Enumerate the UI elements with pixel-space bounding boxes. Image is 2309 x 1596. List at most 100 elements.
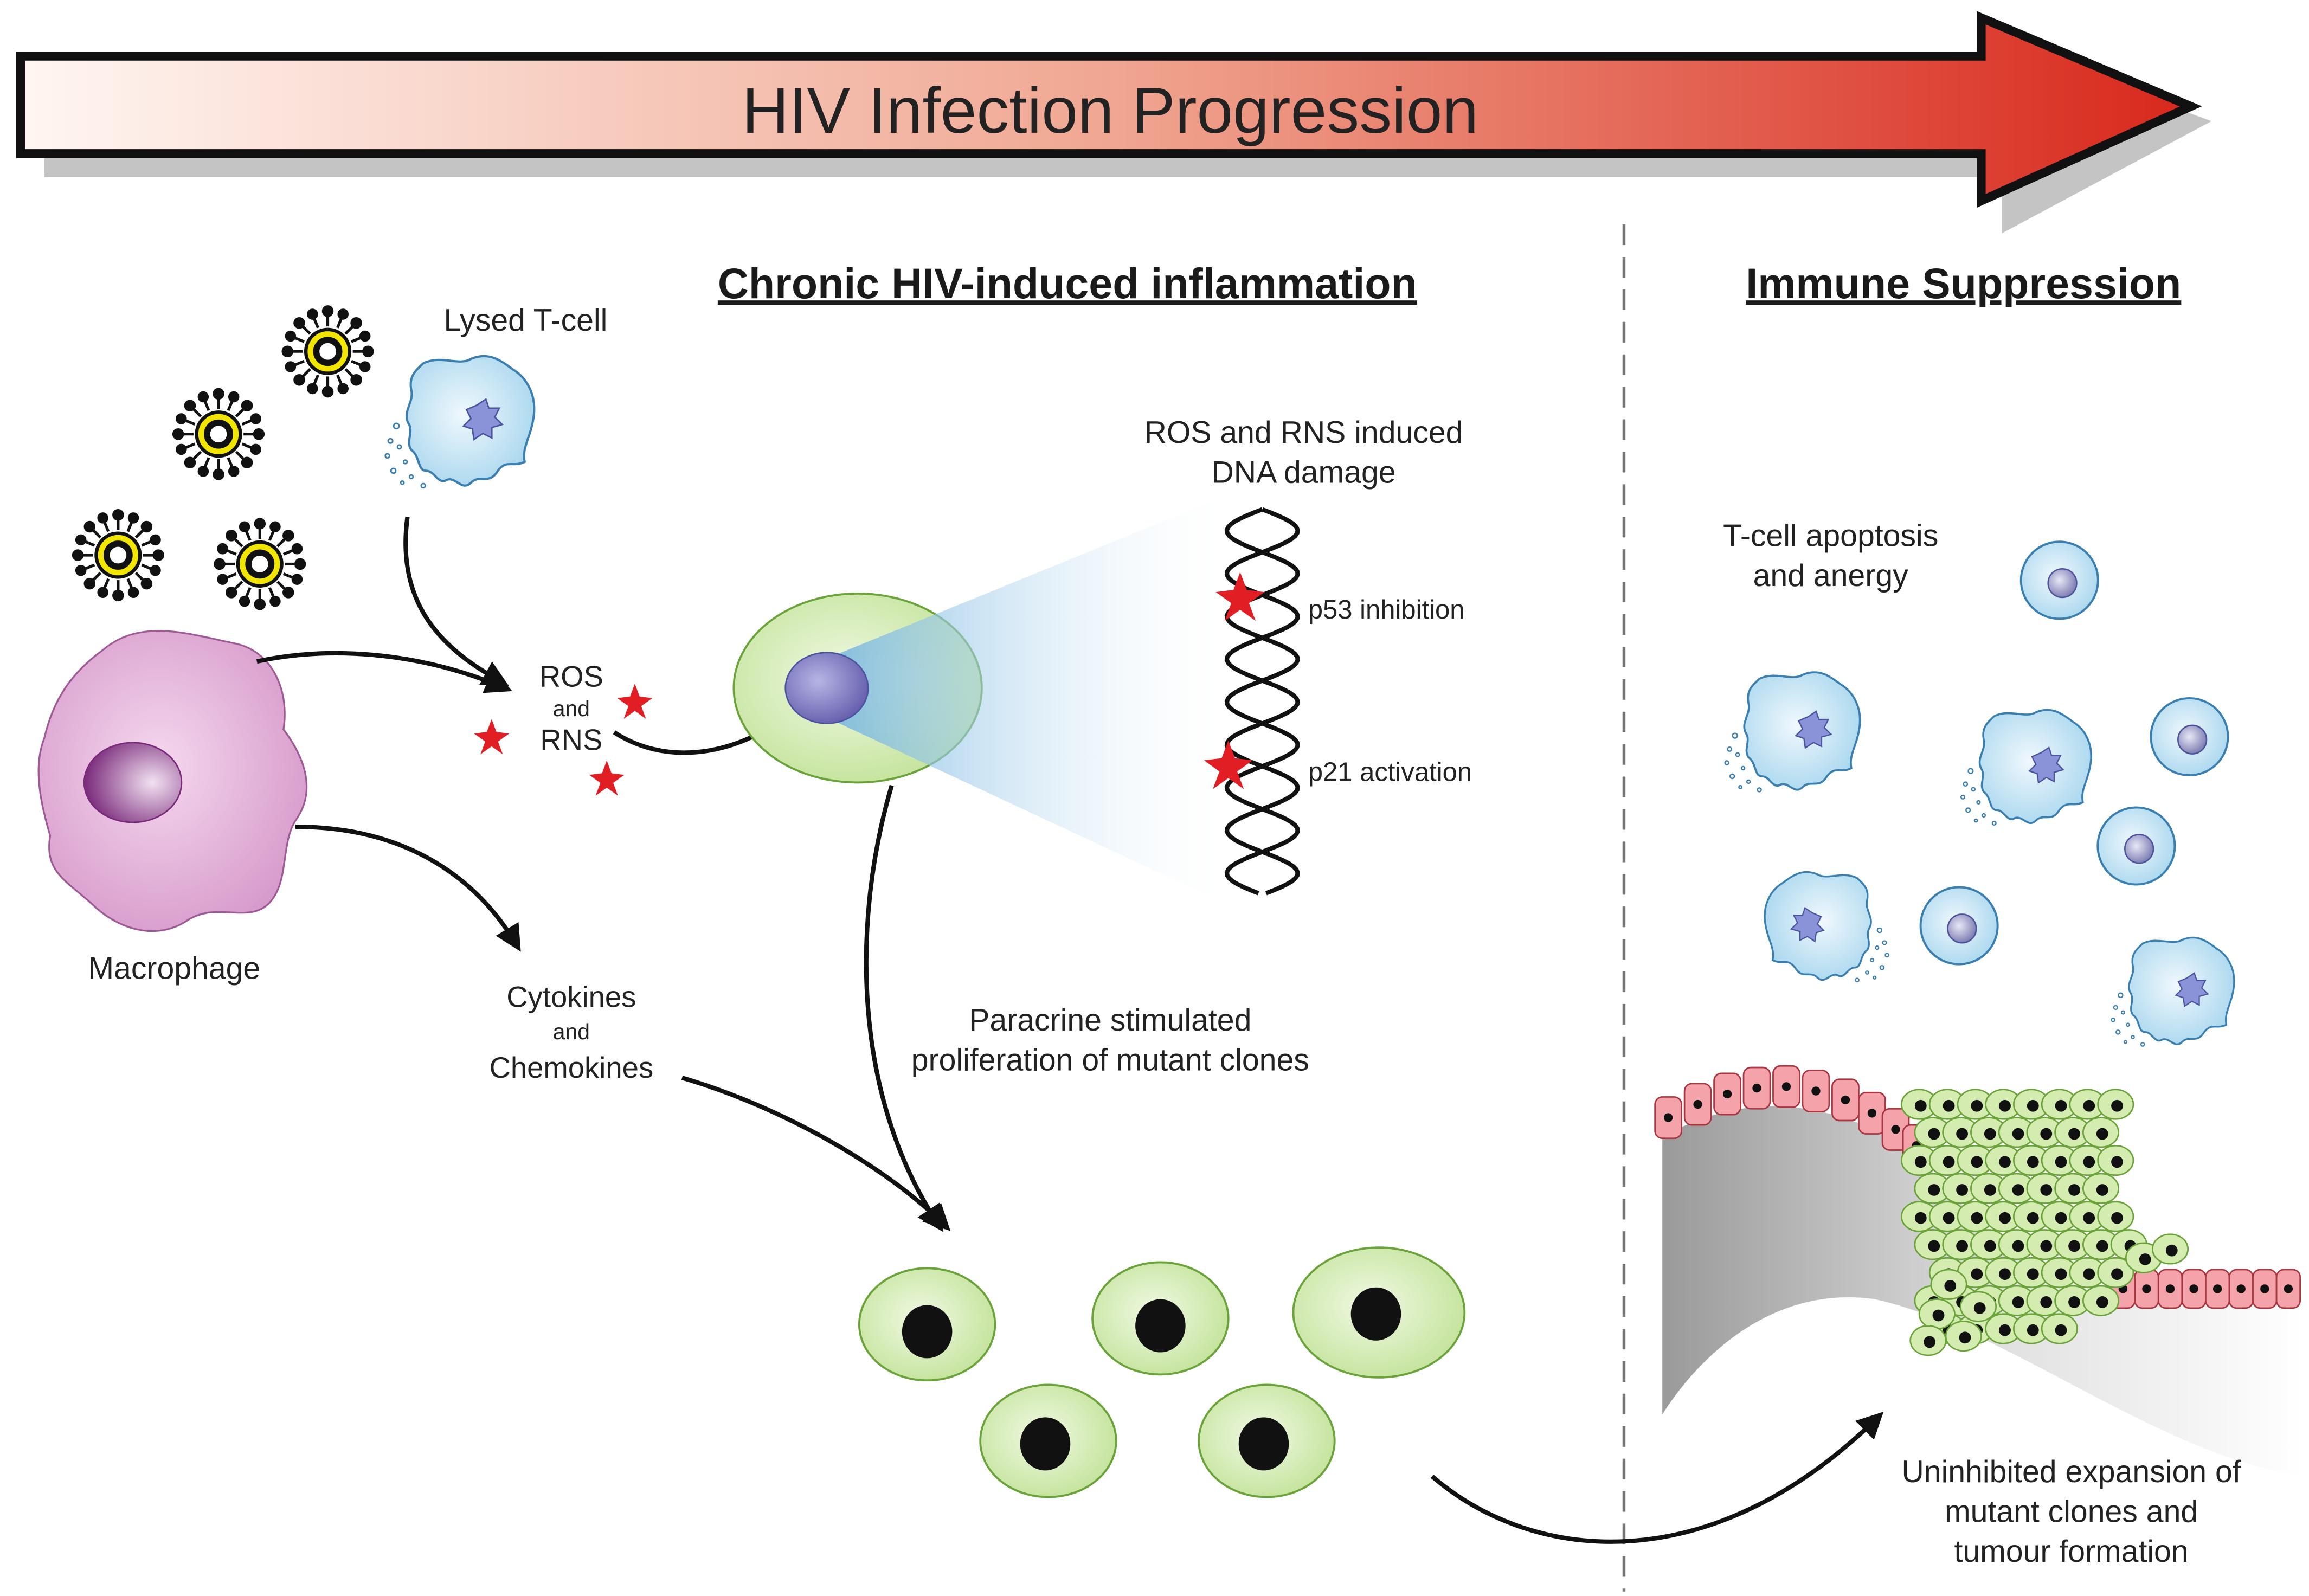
lysed-tcell-label: Lysed T-cell (443, 303, 607, 338)
arrow-cell-to-clones (864, 784, 944, 1232)
ros-star-icon (589, 760, 625, 796)
tcell-apoptosis-label-line1: T-cell apoptosis (1723, 519, 1938, 554)
dna-damage-title-line1: ROS and RNS induced (1144, 415, 1463, 450)
mutant-clone-cell (1091, 1261, 1230, 1376)
mutant-clone-cell (1292, 1246, 1466, 1379)
macrophage-cell (37, 630, 308, 932)
tumour-cell (2041, 1089, 2078, 1120)
mutant-clone-cell (979, 1383, 1117, 1498)
tumour-cell (1928, 1089, 1966, 1120)
tumour-cell (2069, 1144, 2106, 1176)
p21-label: p21 activation (1308, 758, 1472, 787)
healthy-tcell-icon (1919, 886, 1999, 966)
target-cell (732, 496, 1226, 904)
ros-star-icon (617, 684, 653, 719)
epithelial-cell (1772, 1065, 1800, 1108)
banner-title: HIV Infection Progression (742, 75, 1478, 147)
tumour-cell (1957, 1089, 1994, 1120)
tumour-cell (1957, 1201, 1994, 1232)
tumour-cell (2054, 1173, 2092, 1204)
healthy-tcell-icon (2019, 540, 2099, 620)
mutant-clone-cell (858, 1267, 996, 1382)
epithelial-cell (2252, 1269, 2278, 1309)
healthy-tcell-icon (2096, 806, 2176, 886)
tumour-cell (1914, 1117, 1951, 1148)
epithelial-cell (1742, 1066, 1771, 1110)
tumour-cell (1901, 1089, 1938, 1120)
tumour-cell (2082, 1117, 2120, 1148)
lysed-tcell-icon (1725, 672, 1860, 791)
hiv-virus-icon (73, 511, 163, 600)
arrow-macrophage-to-cytokines (295, 825, 521, 952)
tumour-cell (2054, 1229, 2092, 1260)
expansion-label-line3: tumour formation (1954, 1534, 2189, 1569)
epithelial-cell (1858, 1091, 1886, 1135)
p53-label: p53 inhibition (1308, 595, 1465, 625)
dna-helix-icon (1224, 507, 1300, 896)
tumour-cell (2082, 1173, 2120, 1204)
tumour-cell (2097, 1257, 2134, 1289)
tumour-cell (1928, 1144, 1966, 1176)
tcell-apoptosis-label-line2: and anergy (1753, 558, 1908, 593)
epithelial-cell (2275, 1269, 2301, 1309)
lysed-tcell-icon (2112, 937, 2234, 1046)
tumour-cell (2097, 1201, 2134, 1232)
arrow-lysed-to-ros (403, 516, 509, 686)
expansion-label-line1: Uninhibited expansion of (1901, 1455, 2241, 1489)
rns-label: RNS (540, 723, 602, 756)
hiv-virus-icon (173, 389, 263, 479)
tumour-cell (2041, 1201, 2078, 1232)
tumour-cell (1959, 1291, 1997, 1322)
epithelial-cell (1831, 1078, 1860, 1122)
hiv-virus-icon (215, 519, 305, 609)
cytokines-and-label: and (553, 1019, 590, 1044)
section-heading-inflammation: Chronic HIV-induced inflammation (718, 260, 1417, 307)
hiv-virus-icon (283, 307, 372, 396)
tumour-cell (1998, 1173, 2035, 1204)
tumour-cell (2054, 1285, 2092, 1316)
tumour-cell (1998, 1117, 2035, 1148)
tumour-cell (1985, 1144, 2022, 1176)
epithelial-cell (1713, 1072, 1741, 1116)
epithelial-cell (2205, 1269, 2230, 1309)
arrow-clones-to-tumour (1430, 1412, 1884, 1544)
tumour-cell (1914, 1173, 1951, 1204)
epithelial-cell (2181, 1269, 2207, 1309)
arrow-cytokines-to-clones (681, 1076, 951, 1231)
tumour-tissue (1654, 1065, 2304, 1477)
paracrine-label-line2: proliferation of mutant clones (911, 1042, 1309, 1077)
tumour-cell (2013, 1089, 2050, 1120)
tumour-cell (1909, 1325, 1947, 1356)
section-heading-immune-suppression: Immune Suppression (1746, 260, 2181, 307)
ros-rns-and-label: and (553, 696, 590, 721)
ros-star-icon (474, 719, 510, 755)
healthy-tcell-icon (2150, 697, 2229, 777)
tumour-cell (1970, 1173, 2008, 1204)
tumour-cell (2069, 1089, 2106, 1120)
tumour-cell (1942, 1173, 1979, 1204)
macrophage-label: Macrophage (88, 951, 260, 986)
tumour-cell (2151, 1233, 2189, 1265)
expansion-label-line2: mutant clones and (1945, 1495, 2198, 1529)
mutant-clone-cells (858, 1246, 1466, 1498)
epithelial-cell (1683, 1083, 1712, 1126)
tumour-cell (1930, 1269, 1967, 1300)
tumour-cell (2041, 1313, 2078, 1344)
lysed-tcell-icon (385, 356, 535, 488)
tumour-cell (2026, 1117, 2063, 1148)
epithelial-cell (2157, 1269, 2183, 1309)
tumour-cell (1970, 1117, 2008, 1148)
tumour-cell (2013, 1144, 2050, 1176)
epithelial-cell (1802, 1070, 1830, 1113)
tumour-cell (2054, 1117, 2092, 1148)
mutant-clone-cell (1198, 1383, 1336, 1498)
progression-arrow: HIV Infection Progression (16, 11, 2212, 234)
tumour-cell (2069, 1257, 2106, 1289)
tumour-cell (1928, 1201, 1966, 1232)
tumour-cell (2097, 1089, 2134, 1120)
ros-label: ROS (539, 660, 603, 693)
tumour-cell (2041, 1144, 2078, 1176)
tumour-cell (1918, 1298, 1956, 1330)
tumour-cell (2026, 1173, 2063, 1204)
